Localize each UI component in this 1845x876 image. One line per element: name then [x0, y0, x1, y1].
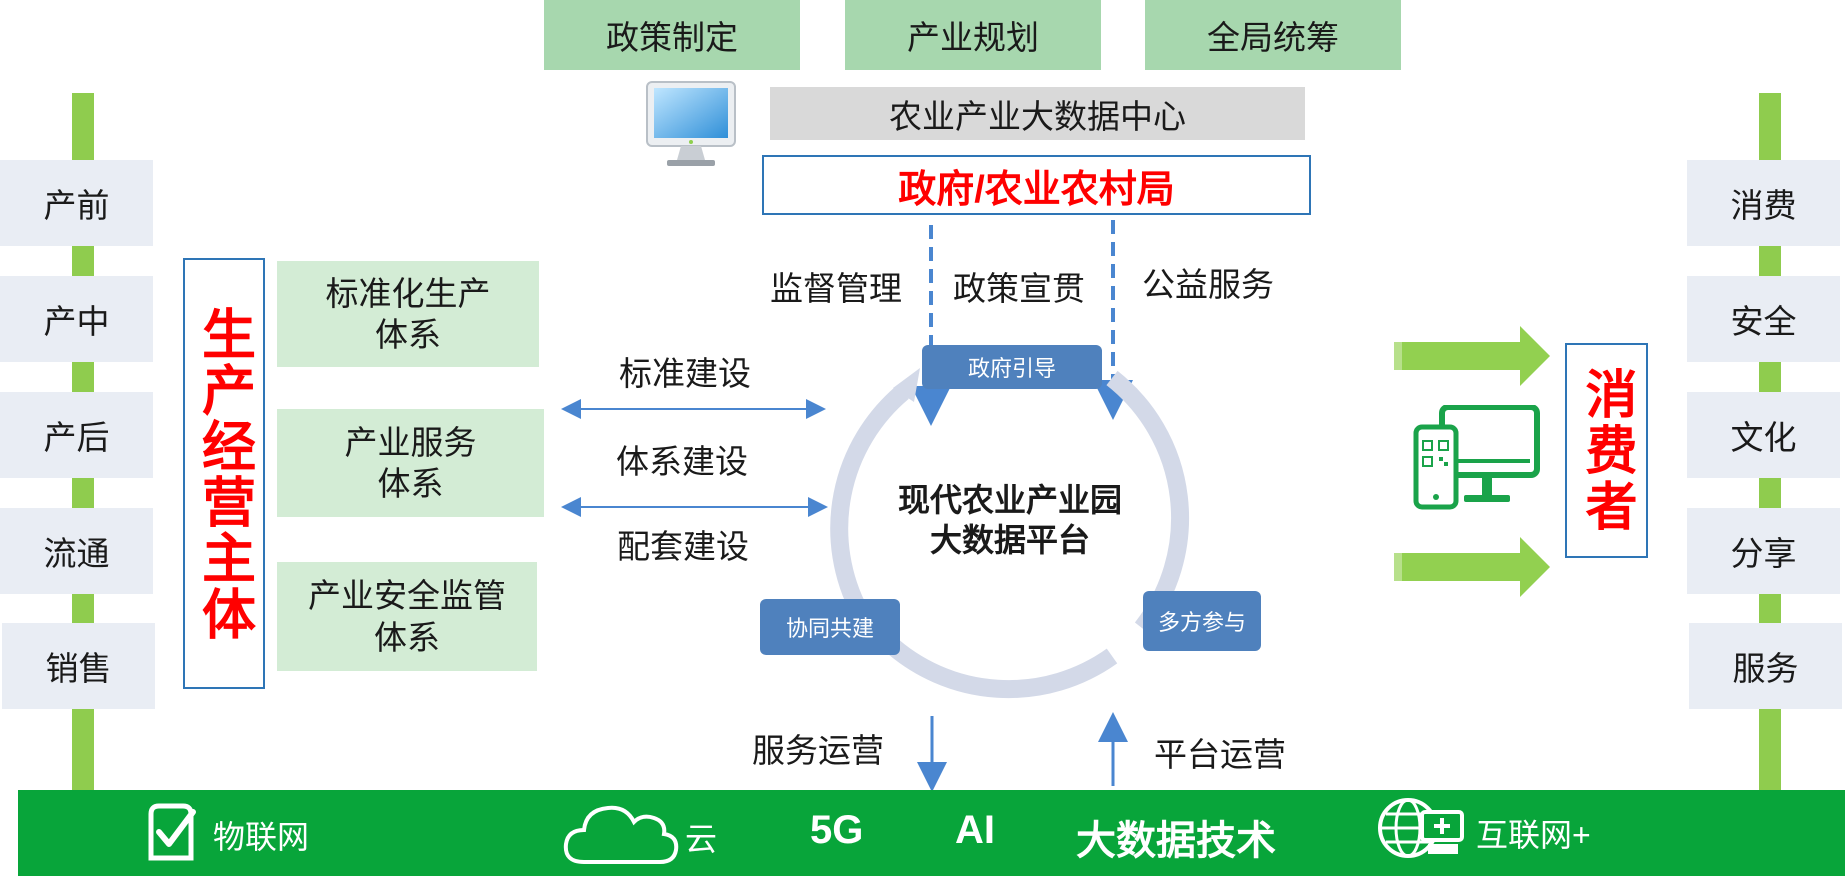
stage-label: 流通	[43, 535, 110, 572]
service-ops-label: 服务运营	[752, 732, 884, 769]
cloud-icon	[563, 805, 679, 864]
producer-box: 生产经营主体	[183, 258, 265, 689]
big-data-label: 大数据技术	[1076, 819, 1276, 863]
standard-production-system-label: 标准化生产 体系	[325, 274, 491, 353]
value-box: 文化	[1687, 392, 1840, 478]
technology-bar	[18, 790, 1845, 876]
iot-check-icon	[148, 803, 196, 861]
value-label: 消费	[1730, 187, 1797, 224]
platform-label: 现代农业产业园 大数据平台	[897, 482, 1122, 558]
co-build-tag: 协同共建	[760, 599, 900, 655]
green-arrow-lower	[1394, 537, 1550, 597]
government-label: 政府/农业农村局	[898, 168, 1175, 211]
value-label: 分享	[1730, 535, 1797, 572]
policy-making-label: 政策制定	[606, 19, 738, 56]
government-guidance-tag: 政府引导	[922, 345, 1102, 389]
industry-service-system-box: 产业服务 体系	[277, 409, 544, 517]
monitor-icon	[646, 81, 736, 166]
stage-box: 产中	[0, 276, 153, 362]
supporting-construction-label: 配套建设	[617, 528, 749, 565]
globe-computer-icon	[1378, 798, 1464, 858]
phone-desktop-icon	[1413, 405, 1540, 510]
government-box: 政府/农业农村局	[762, 155, 1311, 215]
stage-box: 销售	[2, 623, 155, 709]
value-box: 安全	[1687, 276, 1840, 362]
system-construction-label: 体系建设	[616, 443, 748, 480]
public-service-label: 公益服务	[1142, 266, 1274, 303]
cloud-label: 云	[685, 821, 718, 857]
stage-label: 销售	[45, 650, 112, 687]
green-arrow-upper	[1394, 326, 1550, 386]
stage-label: 产后	[43, 419, 110, 456]
internet-plus-label: 互联网+	[1476, 817, 1591, 853]
stage-box: 流通	[0, 508, 153, 594]
platform-ops-label: 平台运营	[1154, 736, 1286, 773]
phone-qr-icon	[1413, 424, 1459, 510]
iot-label: 物联网	[213, 819, 310, 855]
industry-planning-box: 产业规划	[845, 0, 1101, 70]
value-box: 分享	[1687, 508, 1840, 594]
consumer-label: 消费者	[1577, 366, 1635, 535]
data-center-bar: 农业产业大数据中心	[770, 87, 1305, 140]
multi-party-tag: 多方参与	[1143, 591, 1261, 651]
ai-label: AI	[955, 808, 995, 852]
industry-service-system-label: 产业服务 体系	[344, 423, 477, 502]
cycle-arrowhead	[893, 368, 920, 402]
data-center-label: 农业产业大数据中心	[889, 97, 1186, 135]
supervision-label: 监督管理	[770, 270, 902, 307]
policy-promotion-label: 政策宣贯	[953, 270, 1085, 307]
government-guidance-label: 政府引导	[967, 356, 1056, 381]
policy-making-box: 政策制定	[544, 0, 800, 70]
producer-label: 生产经营主体	[193, 305, 254, 642]
value-box: 服务	[1689, 623, 1842, 709]
standard-production-system-box: 标准化生产 体系	[277, 261, 539, 367]
stage-label: 产中	[43, 303, 110, 340]
5g-label: 5G	[810, 808, 864, 852]
stage-box: 产后	[0, 392, 153, 478]
stage-box: 产前	[0, 160, 153, 246]
co-build-label: 协同共建	[785, 616, 874, 641]
cycle-ring-bottom	[881, 635, 1118, 699]
value-box: 消费	[1687, 160, 1840, 246]
cycle-ring-left	[830, 385, 909, 617]
overall-coordination-box: 全局统筹	[1145, 0, 1401, 70]
industry-planning-label: 产业规划	[907, 19, 1039, 56]
consumer-box: 消费者	[1565, 343, 1648, 558]
value-label: 服务	[1732, 650, 1799, 687]
stage-label: 产前	[43, 187, 110, 224]
standard-construction-label: 标准建设	[619, 355, 751, 392]
overall-coordination-label: 全局统筹	[1207, 19, 1339, 56]
multi-party-label: 多方参与	[1157, 610, 1246, 635]
value-label: 文化	[1730, 419, 1797, 456]
value-label: 安全	[1730, 303, 1797, 340]
industry-safety-system-box: 产业安全监管 体系	[277, 562, 537, 671]
industry-safety-system-label: 产业安全监管 体系	[308, 577, 506, 656]
